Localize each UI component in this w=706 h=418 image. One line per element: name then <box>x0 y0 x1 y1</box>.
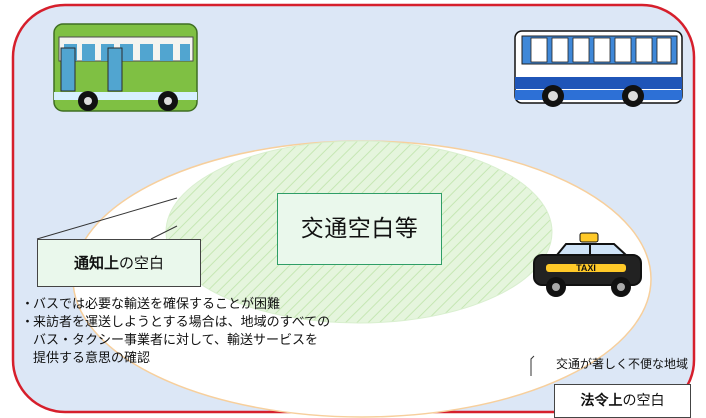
notice-callout-normal: の空白 <box>119 253 165 272</box>
blue-bus-icon <box>514 30 683 107</box>
note-item: バスでは必要な輸送を確保することが困難 <box>21 296 441 314</box>
center-label: 交通空白等 <box>277 193 442 265</box>
inconvenient-area-label: 交通が著しく不便な地域 <box>540 352 704 376</box>
callout-line-top <box>36 197 178 240</box>
center-label-text: 交通空白等 <box>300 215 419 242</box>
legal-gap-box-normal: の空白 <box>622 393 665 409</box>
legal-gap-box: 法令上の空白 <box>554 384 691 418</box>
notice-callout-bold: 通知上 <box>73 253 119 272</box>
inconvenient-area-label-text: 交通が著しく不便な地域 <box>555 357 688 371</box>
callout-line-bottom <box>150 225 178 240</box>
note-continuation: 提供する意思の確認 <box>33 351 151 366</box>
note-continuation: バス・タクシー事業者に対して、輸送サービスを <box>33 333 318 348</box>
green-bus-icon <box>53 23 198 112</box>
legal-gap-box-bold: 法令上 <box>580 393 623 409</box>
legal-bracket <box>530 355 535 376</box>
notes-list: バスでは必要な輸送を確保することが困難 来訪者を運送しようとする場合は、地域のす… <box>21 296 441 368</box>
note-item: 来訪者を運送しようとする場合は、地域のすべての <box>21 314 441 332</box>
notice-callout: 通知上の空白 <box>37 239 201 287</box>
taxi-icon: TAXI <box>533 232 642 297</box>
taxi-sign-text: TAXI <box>576 263 596 273</box>
